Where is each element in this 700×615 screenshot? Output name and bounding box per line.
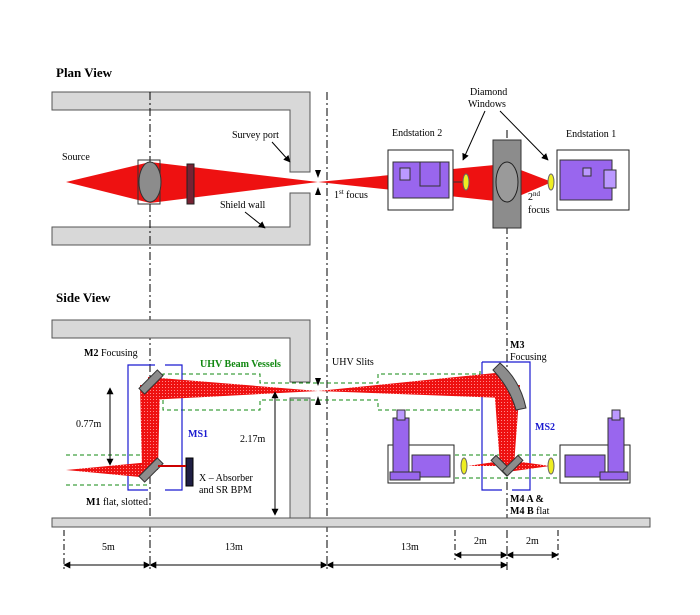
absorber-label: X – Absorber xyxy=(199,473,254,484)
source-label: Source xyxy=(62,152,90,163)
side-view-title: Side View xyxy=(56,290,111,305)
m4-mirror-b xyxy=(501,454,524,477)
endstation-2-label: Endstation 2 xyxy=(392,128,442,139)
second-focus-label: focus xyxy=(528,205,550,216)
m2-mirror xyxy=(138,369,164,395)
ms1-chamber xyxy=(165,364,183,491)
side-shield-wall-bottom xyxy=(289,397,311,519)
side-slit-bottom xyxy=(315,396,321,405)
uhv-slits-label: UHV Slits xyxy=(332,357,374,368)
dim-5m-label: 5m xyxy=(102,542,115,553)
diamond-window-arrow-2 xyxy=(499,110,549,161)
uhv-vessel-bottom xyxy=(162,399,481,413)
m3-label: M3 xyxy=(510,340,524,351)
side-endstation-2-body xyxy=(411,454,451,478)
side-beam-source xyxy=(66,462,150,478)
dim-13m-label: 13m xyxy=(401,542,419,553)
side-diamond-window-2 xyxy=(547,457,555,475)
survey-port-label: Survey port xyxy=(232,130,279,141)
diamond-window-2 xyxy=(547,173,555,191)
plan-absorber xyxy=(186,163,195,205)
ms2-chamber xyxy=(481,362,502,491)
uhv-beam-vessels-label: UHV Beam Vessels xyxy=(200,359,281,370)
side-endstation-1-stand xyxy=(611,409,621,421)
ms1-label: MS1 xyxy=(188,429,208,440)
dim-13m-label: 13m xyxy=(225,542,243,553)
endstation-1-detail xyxy=(582,167,592,177)
side-beam-vertical-2 xyxy=(494,385,520,465)
ms1-chamber xyxy=(127,364,155,491)
side-shield-wall-top xyxy=(51,319,311,383)
side-endstation-1-body xyxy=(564,454,606,478)
plan-shield-wall-bottom xyxy=(51,192,311,246)
m3-focusing-label: Focusing xyxy=(510,352,547,363)
plan-shield-wall-top xyxy=(51,91,311,173)
m1-label: M1 flat, slotted xyxy=(86,497,148,508)
shield-wall-label: Shield wall xyxy=(220,200,265,211)
plan-slit-top xyxy=(315,170,321,178)
dim-217-label: 2.17m xyxy=(240,434,266,445)
diamond-windows-label: Diamond xyxy=(470,87,507,98)
side-slit-top xyxy=(315,378,321,386)
diamond-window-1 xyxy=(462,173,470,191)
diamond-windows-label: Windows xyxy=(468,99,506,110)
side-diamond-window-1 xyxy=(460,457,468,475)
survey-port-arrow xyxy=(271,141,291,163)
side-endstation-2-stand xyxy=(396,409,406,421)
side-endstation-1-stand xyxy=(607,417,625,474)
dim-2m-label: 2m xyxy=(526,536,539,547)
dim-077-label: 0.77m xyxy=(76,419,102,430)
first-focus-label: 1st focus xyxy=(334,188,368,201)
side-beam-to-slits xyxy=(148,377,318,400)
dim-2m-label: 2m xyxy=(474,536,487,547)
endstation-2-detail xyxy=(399,167,411,181)
shield-wall-arrow xyxy=(244,211,266,229)
m4-label: M4 B flat xyxy=(510,506,550,517)
endstation-1-body xyxy=(559,159,613,201)
side-endstation-2-base xyxy=(389,471,421,481)
side-beam-from-slits xyxy=(318,372,505,398)
endstation-2-detail xyxy=(419,161,441,187)
ms2-label: MS2 xyxy=(535,422,555,433)
m1-mirror xyxy=(138,457,164,483)
plan-view-title: Plan View xyxy=(56,65,113,80)
ms2-chamber xyxy=(482,361,531,491)
plan-m3-mirror xyxy=(495,161,519,203)
side-endstation-2-stand xyxy=(392,417,410,474)
m4-label: M4 A & xyxy=(510,494,544,505)
floor xyxy=(51,517,651,528)
plan-mirror xyxy=(138,161,162,203)
endstation-1-detail xyxy=(603,169,617,189)
absorber-label: and SR BPM xyxy=(199,485,252,496)
m3-mirror xyxy=(492,362,527,411)
side-endstation-1-base xyxy=(599,471,629,481)
plan-slit-bottom xyxy=(315,187,321,195)
absorber-bpm xyxy=(185,457,194,487)
m2-label: M2 Focusing xyxy=(84,348,138,359)
diamond-window-arrow-1 xyxy=(462,110,486,161)
side-beam-vertical-1 xyxy=(140,385,160,470)
second-focus-label: 2nd xyxy=(528,190,541,203)
endstation-1-label: Endstation 1 xyxy=(566,129,616,140)
